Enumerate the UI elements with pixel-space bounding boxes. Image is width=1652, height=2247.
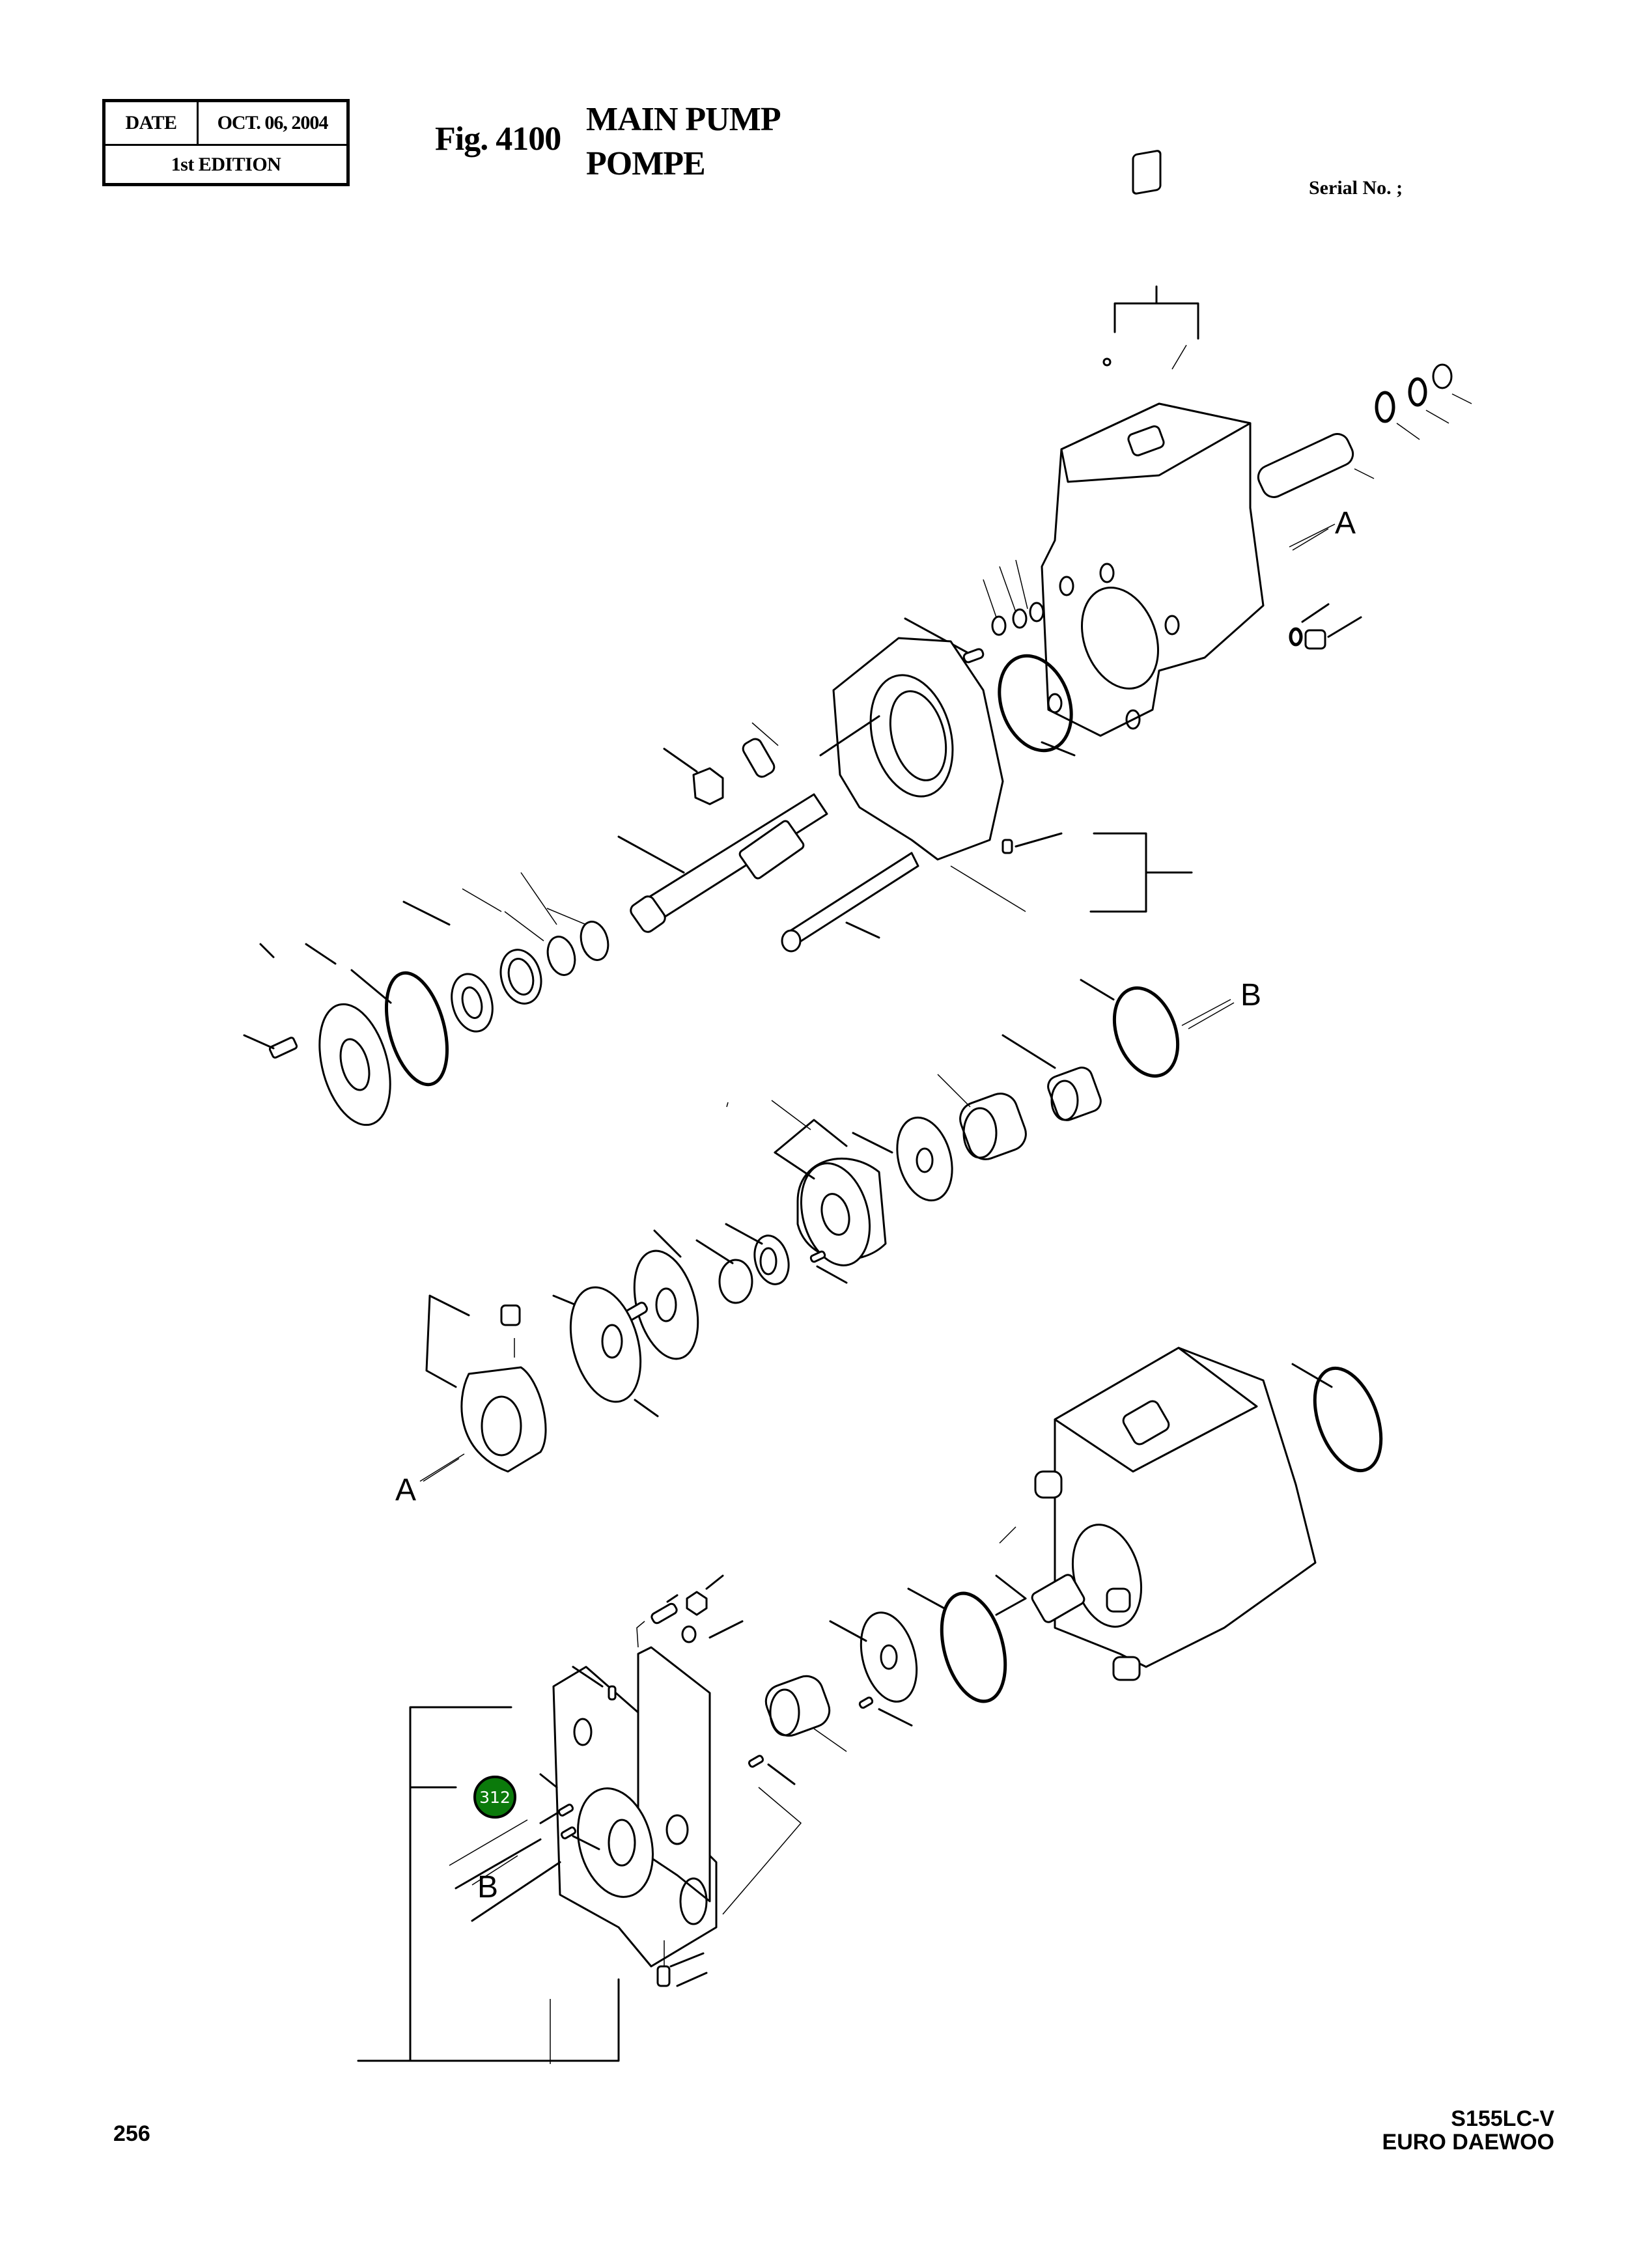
valve-plate-2: [829, 1612, 918, 1727]
needle-bearing: [1001, 1034, 1102, 1121]
pump-casing-top: [1041, 402, 1336, 737]
regulator-bracket: [1113, 285, 1199, 340]
oring-front: [940, 1591, 1007, 1703]
seal-set-casing: [904, 559, 1044, 663]
date-label: DATE: [105, 102, 199, 144]
valve-block-assembly: [539, 1646, 718, 1968]
oring-rear: [384, 971, 449, 1087]
seal-cover-flange: [819, 637, 1026, 912]
valve-block-sleeve: [764, 1675, 847, 1752]
footer-model-info: S155LC-V EURO DAEWOO: [1382, 2107, 1554, 2154]
adjusting-stem: [1257, 363, 1472, 498]
shoe-plate: [569, 1286, 659, 1417]
spherical-bush-2: [695, 1239, 753, 1304]
bearing-stack: [402, 872, 609, 1033]
edition-label: 1st EDITION: [171, 153, 281, 175]
date-value: OCT. 06, 2004: [217, 112, 329, 133]
cover-bolt: [243, 1034, 298, 1059]
page-title-english: MAIN PUMP: [586, 101, 781, 138]
date-row: DATE OCT. 06, 2004: [105, 102, 346, 146]
casing-oring: [998, 654, 1073, 753]
figure-number: Fig. 4100: [435, 120, 561, 158]
oring-b: [1112, 986, 1180, 1078]
swash-plate: [423, 1294, 547, 1482]
rear-cover-plate: [259, 943, 391, 1126]
brand-name: EURO DAEWOO: [1382, 2130, 1554, 2155]
ref-letter-a-bottom: A: [395, 1473, 417, 1507]
cylinder-spring: [809, 1250, 826, 1263]
assembled-pump: [995, 1347, 1317, 1681]
valve-plate: [852, 1116, 953, 1202]
part-callout-number: 312: [479, 1787, 511, 1807]
page-number: 256: [113, 2121, 150, 2146]
ref-letter-b-bottom: B: [477, 1870, 499, 1905]
regulator-block: [1102, 150, 1187, 370]
machine-model: S155LC-V: [1451, 2106, 1554, 2131]
valve-block-fasteners: [572, 1574, 744, 1701]
part-callout-312[interactable]: 312: [473, 1776, 516, 1819]
drain-plug: [1289, 603, 1362, 650]
ref-letter-a-top: A: [1335, 506, 1356, 540]
page-title-french: POMPE: [586, 145, 706, 182]
nut-and-stud: [663, 722, 779, 805]
ref-letter-b-top: B: [1240, 978, 1262, 1012]
cylinder-block: [771, 1100, 887, 1266]
flange-bracket: [1001, 832, 1193, 913]
bearing-sleeve: [937, 1074, 1027, 1160]
spherical-bushing: [725, 1223, 790, 1285]
socket-head-bolt: [781, 852, 919, 953]
assembly-bracket-312: [357, 1706, 620, 2064]
valve-block-pins: [455, 1755, 802, 1987]
serial-number-label: Serial No. ;: [1309, 177, 1403, 199]
drive-shaft: [617, 793, 828, 933]
oring-right: [1313, 1366, 1383, 1473]
edition-info-box: DATE OCT. 06, 2004 1st EDITION: [102, 99, 350, 186]
